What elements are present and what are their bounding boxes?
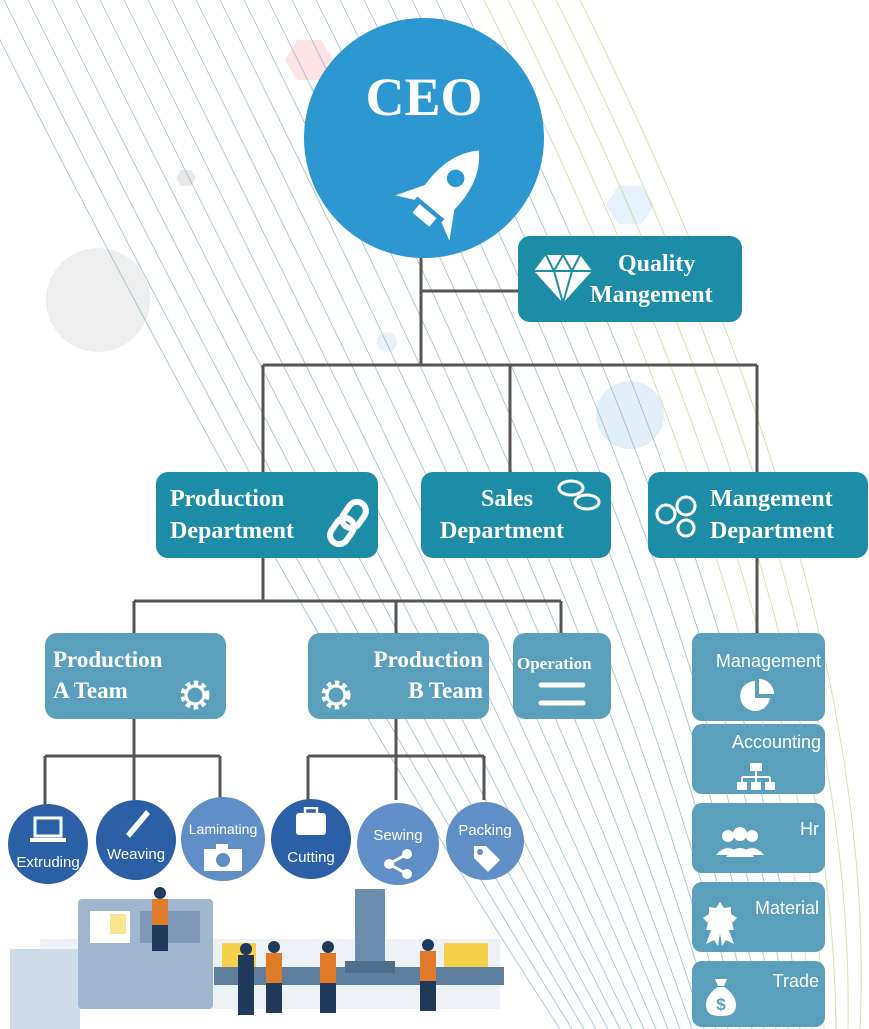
award-badge-icon [703, 902, 737, 946]
process-cutting-label: Cutting [287, 849, 335, 866]
operation-label: Operation [517, 654, 592, 673]
mgmt-unit-management[interactable]: Management [692, 633, 825, 721]
process-laminating[interactable]: Laminating [181, 797, 265, 881]
production-dept-line1: Production [170, 486, 285, 512]
suitcase-icon [296, 807, 326, 835]
mgmt-unit-management-label: Management [715, 651, 821, 671]
quality-management-box[interactable]: Quality Mangement [518, 236, 742, 322]
coins-icon [557, 479, 601, 511]
operation-box[interactable]: Operation [513, 633, 611, 719]
ceo-node[interactable]: CEO [304, 18, 544, 258]
team-a-line2: A Team [53, 678, 128, 703]
team-a-line1: Production [53, 647, 163, 672]
camera-icon [204, 844, 242, 871]
management-department-box[interactable]: Mangement Department [648, 472, 868, 558]
people-network-icon [655, 495, 697, 538]
quality-line2: Mangement [590, 282, 713, 308]
sales-dept-line1: Sales [481, 486, 534, 512]
quality-line1: Quality [618, 251, 696, 277]
gear-icon [180, 680, 210, 710]
share-icon [384, 849, 412, 879]
factory-illustration [10, 887, 504, 1029]
mgmt-unit-accounting[interactable]: Accounting [692, 724, 825, 794]
team-b-line2: B Team [408, 678, 483, 703]
deco-fan-line [147, 0, 645, 1029]
process-laminating-label: Laminating [188, 821, 258, 837]
money-bag-icon: $ [706, 979, 736, 1016]
process-extruding[interactable]: Extruding [8, 804, 88, 884]
process-sewing[interactable]: Sewing [357, 803, 439, 885]
gear-icon [321, 680, 351, 710]
process-cutting[interactable]: Cutting [271, 799, 351, 879]
svg-text:$: $ [716, 995, 726, 1014]
mgmt-unit-trade[interactable]: $ Trade [692, 961, 825, 1027]
deco-circle [46, 248, 150, 352]
deco-circle [596, 381, 664, 449]
deco-circle [377, 332, 397, 352]
tools-icon [538, 682, 586, 706]
management-dept-line2: Department [710, 518, 834, 544]
team-people-icon [716, 827, 764, 857]
process-weaving[interactable]: Weaving [96, 800, 176, 880]
pen-icon [126, 810, 150, 838]
production-a-team-box[interactable]: Production A Team [45, 633, 226, 719]
team-b-line1: Production [373, 647, 483, 672]
process-weaving-label: Weaving [106, 846, 166, 863]
mgmt-unit-accounting-label: Accounting [731, 732, 821, 752]
mgmt-unit-trade-label: Trade [772, 971, 819, 991]
ceo-label: CEO [365, 67, 483, 127]
process-extruding-label: Extruding [16, 854, 80, 871]
org-chart-icon [737, 763, 775, 790]
pie-chart-icon [740, 679, 774, 711]
process-packing-label: Packing [458, 822, 512, 839]
chain-link-icon [327, 498, 369, 548]
laptop-icon [30, 816, 66, 842]
process-sewing-label: Sewing [373, 827, 423, 844]
mgmt-unit-material[interactable]: Material [692, 882, 825, 952]
diamond-icon [534, 253, 592, 305]
deco-fan-line [99, 0, 621, 1029]
process-packing[interactable]: Packing [446, 802, 524, 880]
mgmt-unit-material-label: Material [754, 898, 819, 918]
tag-icon [474, 846, 500, 872]
mgmt-unit-hr[interactable]: Hr [692, 803, 825, 873]
production-b-team-box[interactable]: Production B Team [308, 633, 489, 719]
deco-fan-line [123, 0, 633, 1029]
deco-hexagon [606, 186, 654, 224]
sales-dept-line2: Department [440, 518, 564, 544]
production-dept-line2: Department [170, 518, 294, 544]
mgmt-unit-hr-label: Hr [800, 819, 819, 839]
production-department-box[interactable]: Production Department [156, 472, 378, 558]
management-dept-line1: Mangement [710, 486, 833, 512]
sales-department-box[interactable]: Sales Department [421, 472, 611, 558]
rocket-icon [395, 150, 480, 241]
deco-hexagon [285, 40, 333, 80]
